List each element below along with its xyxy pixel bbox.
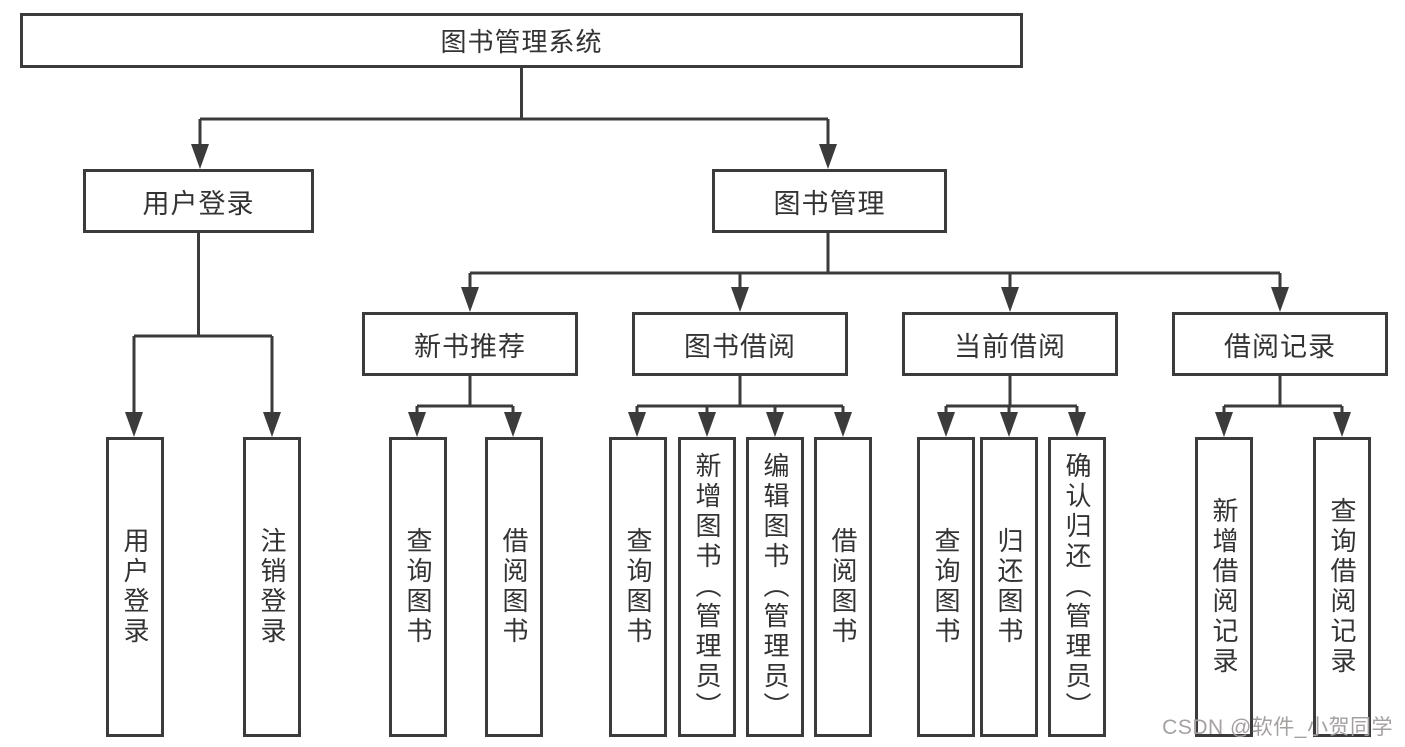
csdn-watermark: CSDN @软件_小贺同学 xyxy=(1162,716,1393,739)
node-user-login: 用户登录 xyxy=(83,169,314,233)
node-library-management-system: 图书管理系统 xyxy=(20,13,1023,68)
node-book-borrowing: 图书借阅 xyxy=(632,312,848,376)
leaf-logout: 注销登录 xyxy=(243,437,301,737)
leaf-add-borrow-record: 新增借阅记录 xyxy=(1195,437,1253,737)
node-current-borrowing: 当前借阅 xyxy=(902,312,1118,376)
leaf-edit-book-admin: 编辑图书（管理员） xyxy=(746,437,804,737)
leaf-query-books-recommend: 查询图书 xyxy=(389,437,447,737)
leaf-add-book-admin: 新增图书（管理员） xyxy=(678,437,736,737)
leaf-query-borrow-record: 查询借阅记录 xyxy=(1313,437,1371,737)
node-book-management: 图书管理 xyxy=(712,169,947,233)
leaf-user-login: 用户登录 xyxy=(106,437,164,737)
leaf-return-books: 归还图书 xyxy=(980,437,1038,737)
leaf-confirm-return-admin: 确认归还（管理员） xyxy=(1048,437,1106,737)
node-borrowing-records: 借阅记录 xyxy=(1172,312,1388,376)
leaf-query-books-borrowing: 查询图书 xyxy=(609,437,667,737)
leaf-query-books-current: 查询图书 xyxy=(917,437,975,737)
node-new-book-recommendation: 新书推荐 xyxy=(362,312,578,376)
leaf-borrow-books: 借阅图书 xyxy=(814,437,872,737)
leaf-borrow-books-recommend: 借阅图书 xyxy=(485,437,543,737)
